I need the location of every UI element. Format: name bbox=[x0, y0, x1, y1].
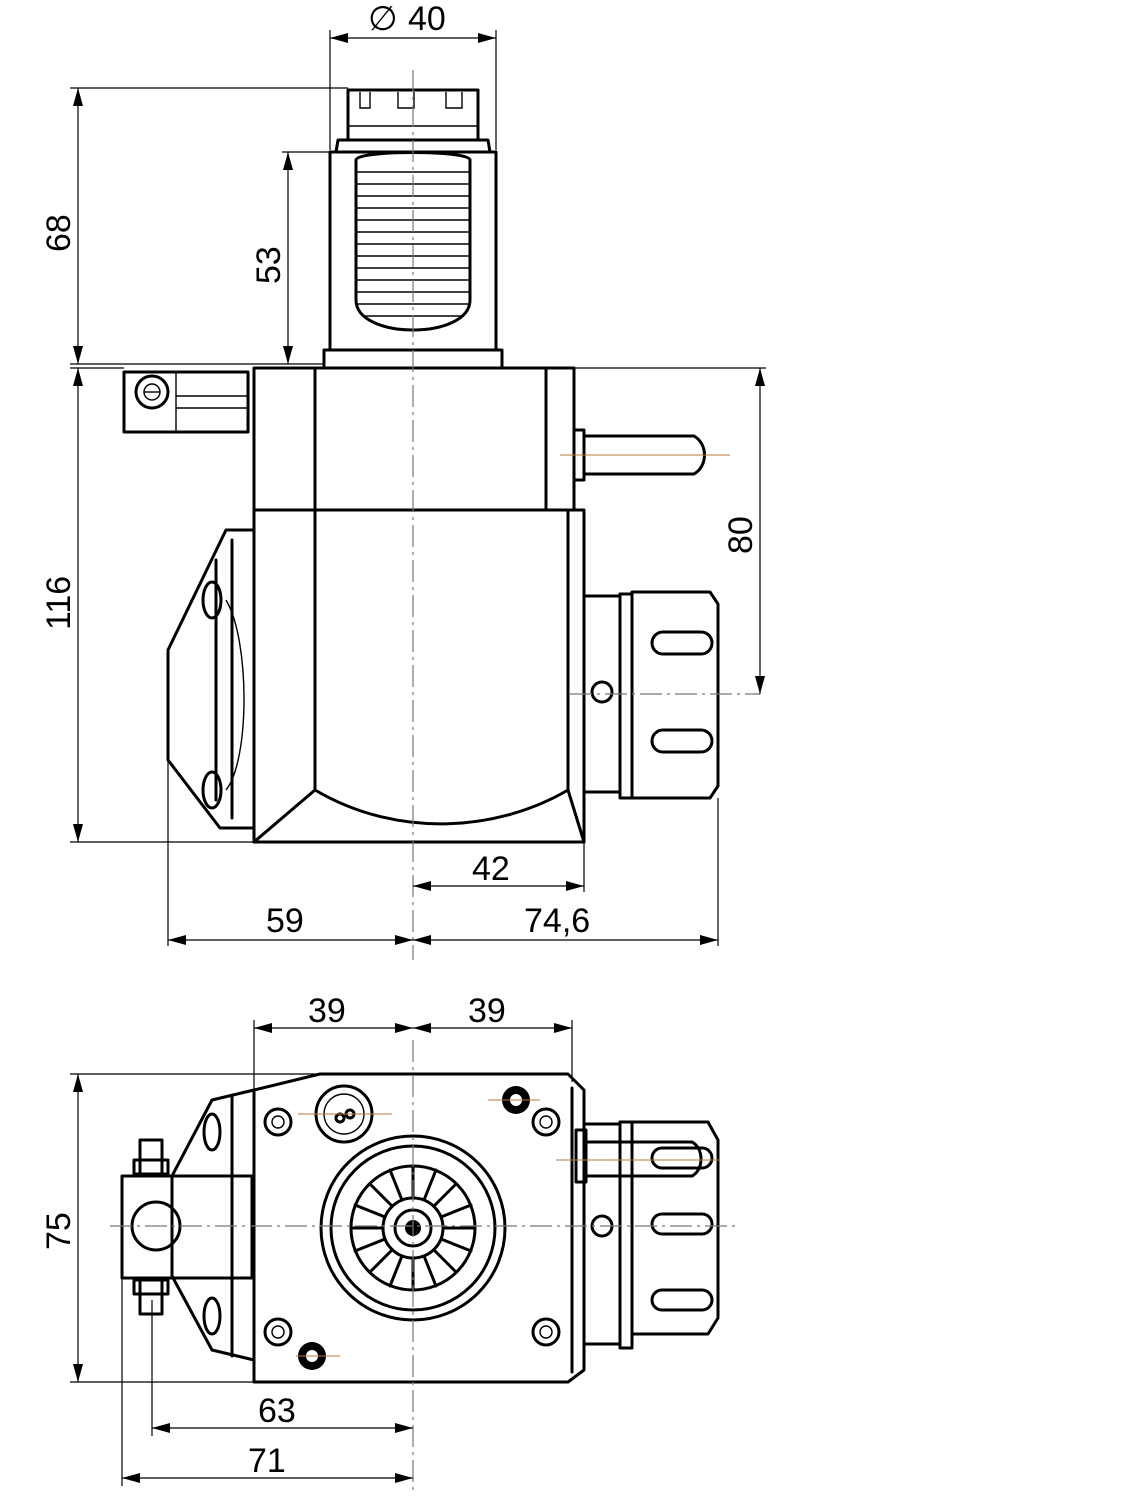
housing-lower bbox=[252, 508, 586, 844]
dim-59: 59 bbox=[266, 902, 304, 940]
top-left-bracket bbox=[120, 1088, 256, 1362]
dim-63: 63 bbox=[258, 1392, 296, 1430]
top-view bbox=[110, 1040, 740, 1490]
dimension-labels: ∅ 40 68 53 116 80 42 59 74,6 39 39 75 63… bbox=[40, 0, 760, 1480]
clamp-bar bbox=[122, 370, 250, 434]
top-side-collet bbox=[574, 1120, 720, 1350]
dim-39-left: 39 bbox=[308, 992, 346, 1030]
dim-75: 75 bbox=[40, 1212, 78, 1250]
dim-42: 42 bbox=[472, 850, 510, 888]
dim-80: 80 bbox=[722, 516, 760, 554]
dimension-lines bbox=[70, 30, 766, 1486]
diameter-symbol: ∅ bbox=[368, 0, 398, 38]
dim-39-right: 39 bbox=[468, 992, 506, 1030]
dim-71: 71 bbox=[248, 1442, 286, 1480]
dim-74-6: 74,6 bbox=[524, 902, 590, 940]
left-flange bbox=[166, 528, 256, 830]
dim-diameter-40: 40 bbox=[408, 0, 446, 38]
side-collet-nut bbox=[582, 590, 720, 800]
front-view bbox=[122, 70, 760, 960]
guide-pin bbox=[560, 428, 730, 482]
dim-53: 53 bbox=[250, 246, 288, 284]
dim-116: 116 bbox=[40, 576, 78, 630]
dim-68: 68 bbox=[40, 214, 78, 252]
housing-upper bbox=[252, 366, 576, 512]
